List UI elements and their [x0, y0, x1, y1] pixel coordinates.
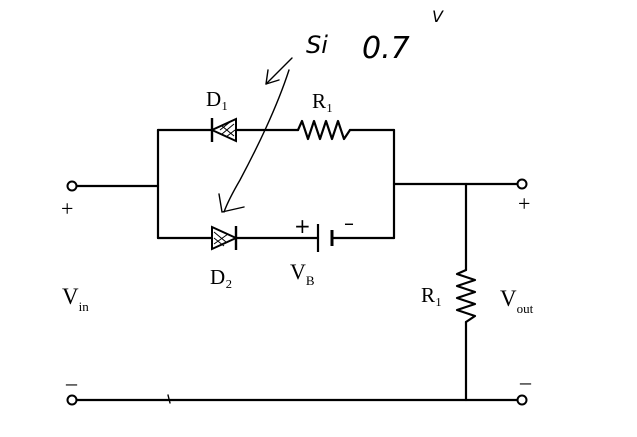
annotation-voltage-value: 0.7 [362, 31, 410, 66]
annotation-arrowhead-d2 [218, 193, 245, 213]
label-vb-subscript: B [306, 273, 315, 288]
label-vb: VB [290, 259, 315, 288]
diode-d1-symbol [209, 117, 237, 143]
terminal-input-negative [66, 394, 78, 406]
battery-vb-symbol [316, 224, 334, 252]
diode-d2-symbol [211, 225, 239, 251]
label-vb-main: V [290, 259, 306, 284]
annotation-voltage-unit: V [432, 7, 444, 26]
label-vin-subscript: in [79, 299, 90, 314]
diode-d1-triangle [209, 117, 237, 143]
annotation-arrow-d1 [265, 57, 293, 85]
annotation-battery-minus: – [344, 211, 354, 235]
terminals [66, 178, 528, 406]
annotation-battery-plus: + [294, 214, 311, 238]
label-vout-subscript: out [517, 301, 534, 316]
label-vin: Vin [62, 284, 89, 314]
label-r1-load: R₁ [421, 283, 442, 307]
terminal-input-positive [66, 180, 78, 192]
handwritten-annotation: Si 0.7 V + – [167, 7, 444, 404]
label-r1-upper: R₁ [312, 89, 333, 113]
label-vin-main: V [62, 284, 79, 309]
diode-d1-hatch [219, 121, 236, 138]
resistor-r1-upper [296, 119, 352, 141]
polarity-input-minus: – [65, 370, 78, 395]
label-d1: D₁ [206, 87, 229, 111]
resistor-r1-load [455, 268, 477, 324]
polarity-input-plus: + [61, 196, 73, 221]
terminal-output-positive [516, 178, 528, 190]
label-vout-main: V [500, 286, 517, 311]
label-vout: Vout [500, 286, 534, 316]
diode-d2-triangle [211, 225, 239, 251]
terminal-output-negative [516, 394, 528, 406]
annotation-arrow-d2 [223, 69, 290, 213]
annotation-material: Si [306, 31, 328, 59]
diode-d2-hatch [213, 231, 229, 247]
polarity-output-minus: – [519, 369, 532, 394]
polarity-output-plus: + [518, 191, 530, 216]
annotation-stray-mark [167, 394, 171, 404]
circuit-wires [70, 128, 524, 402]
annotation-arrowhead-d1 [265, 69, 280, 85]
label-d2: D₂ [210, 265, 233, 289]
